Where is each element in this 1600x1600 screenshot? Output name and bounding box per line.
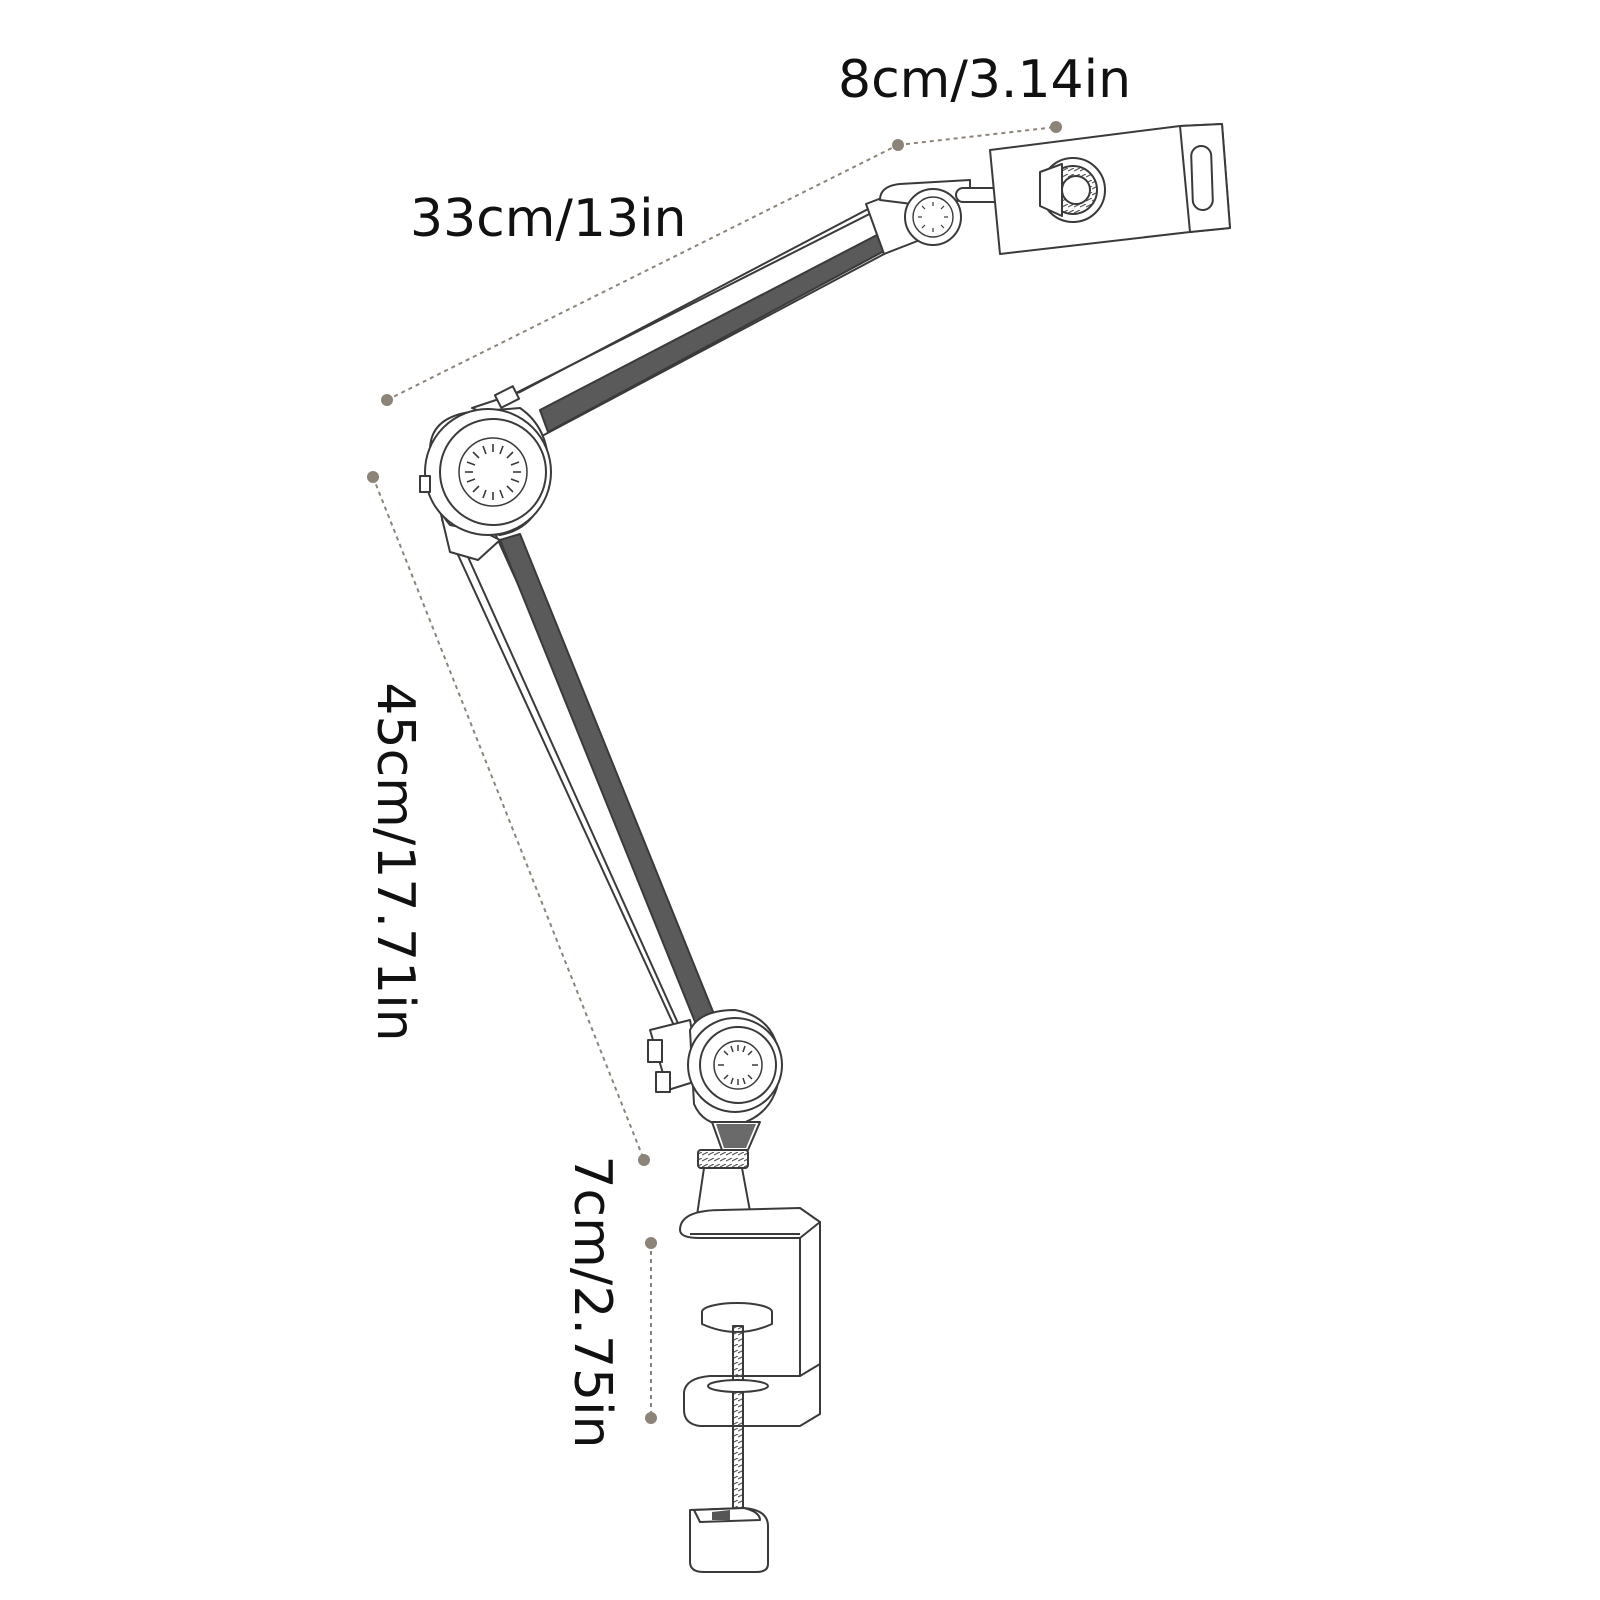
dot-holder-right: [1050, 121, 1062, 133]
upper-arm: [471, 187, 921, 437]
joint-icon: [918, 202, 948, 232]
dot-clamp-top: [645, 1237, 657, 1249]
joint-icon: [465, 444, 521, 500]
dimension-lower-arm: 45cm/17.71in: [365, 682, 425, 1042]
dimension-holder-width: 8cm/3.14in: [838, 50, 1132, 110]
elbow-joint: [419, 407, 552, 536]
clamp: [679, 1149, 821, 1573]
dimension-clamp-opening: 7cm/2.75in: [562, 1155, 622, 1449]
dot-lower-top: [367, 471, 379, 483]
joint-icon: [718, 1045, 758, 1085]
clamp-icon: [679, 1149, 821, 1573]
tablet-holder: [879, 123, 1231, 255]
guide-holder-width: [897, 126, 1057, 146]
guide-upper-arm: [386, 144, 899, 401]
dot-lower-bottom: [638, 1154, 650, 1166]
dimension-dots: [367, 121, 1062, 1424]
dimension-guides: [372, 126, 1057, 1418]
lower-arm: [439, 495, 723, 1093]
dot-upper-left: [381, 394, 393, 406]
bottom-joint: [687, 1009, 783, 1151]
dimension-upper-arm: 33cm/13in: [410, 189, 687, 249]
guide-lower-arm: [372, 476, 645, 1161]
dot-holder-left: [892, 139, 904, 151]
dot-clamp-bottom: [645, 1412, 657, 1424]
